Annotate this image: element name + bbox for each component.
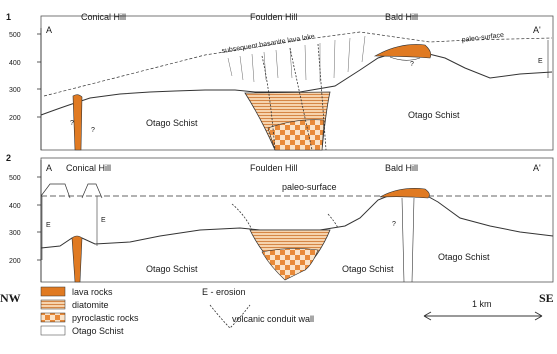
panel-2-end-right: A' — [533, 163, 541, 173]
legend-label-diatomite: diatomite — [72, 300, 109, 310]
panel-1-lava-lake-label: subsequent basanite lava lake — [221, 33, 315, 55]
panel-2-conduit-walls — [232, 204, 338, 230]
panel-2-number: 2 — [6, 153, 11, 163]
panel-1-erosion-mark: E — [538, 58, 543, 65]
panel-1-conical-lava — [73, 95, 82, 150]
panel-1: 1 500 400 300 200 A A' Conical Hill Foul… — [6, 12, 553, 150]
legend-scale-label: 1 km — [472, 299, 492, 309]
legend-label-lava: lava rocks — [72, 287, 113, 297]
legend-label-schist: Otago Schist — [72, 326, 124, 336]
panel-1-tick-500: 500 — [9, 32, 21, 39]
legend-swatch-pyroclastic — [41, 313, 65, 322]
panel-2-tick-500: 500 — [9, 175, 21, 182]
panel-1-paleo-surface-label: paleo-surface — [461, 32, 504, 44]
panel-2-erosion-mark-1: E — [46, 222, 51, 229]
panel-1-end-left: A — [46, 25, 52, 35]
panel-2-tick-300: 300 — [9, 230, 21, 237]
panel-1-bald-conduit — [390, 57, 420, 60]
legend-conduit: volcanic conduit wall — [232, 314, 314, 324]
legend-erosion: E - erosion — [202, 287, 246, 297]
panel-1-tick-200: 200 — [9, 115, 21, 122]
legend: NW SE lava rocks diatomite pyroclastic r… — [0, 287, 554, 336]
legend-swatch-lava — [41, 287, 65, 296]
panel-2-conical-lava — [72, 236, 82, 282]
panel-2-ticks: 500 400 300 200 — [9, 175, 41, 265]
panel-1-number: 1 — [6, 12, 11, 22]
panel-2-end-left: A — [46, 163, 52, 173]
legend-label-pyroclastic: pyroclastic rocks — [72, 313, 139, 323]
panel-1-question-2: ? — [91, 127, 95, 134]
panel-2-hill-foulden: Foulden Hill — [250, 163, 298, 173]
panel-2-hill-bald: Bald Hill — [385, 163, 418, 173]
panel-1-hill-conical: Conical Hill — [81, 12, 126, 22]
panel-1-schist-label-2: Otago Schist — [408, 110, 460, 120]
panel-1-tick-300: 300 — [9, 87, 21, 94]
legend-swatch-diatomite — [41, 300, 65, 309]
panel-2-schist-label-2: Otago Schist — [342, 264, 394, 274]
panel-1-hill-bald: Bald Hill — [385, 12, 418, 22]
panel-2-tick-200: 200 — [9, 258, 21, 265]
panel-2-schist-label-3: Otago Schist — [438, 252, 490, 262]
panel-2-paleo-surface-label: paleo-surface — [282, 182, 337, 192]
panel-1-end-right: A' — [533, 25, 541, 35]
panel-1-schist-label-1: Otago Schist — [146, 118, 198, 128]
panel-2-pyroclastic — [262, 248, 318, 280]
panel-2-erosion-mark-2: E — [101, 217, 106, 224]
panel-1-bald-lava-cap — [375, 44, 431, 58]
panel-1-ticks: 500 400 300 200 — [9, 32, 41, 122]
legend-se: SE — [539, 291, 554, 305]
legend-swatch-schist — [41, 326, 65, 335]
panel-2-tick-400: 400 — [9, 203, 21, 210]
panel-2: 2 500 400 300 200 A A' Conical Hill Foul… — [6, 153, 553, 282]
panel-2-question: ? — [392, 221, 396, 228]
panel-2-bald-lava-cap — [380, 188, 429, 198]
legend-nw: NW — [0, 291, 21, 305]
panel-2-hill-conical: Conical Hill — [66, 163, 111, 173]
panel-1-question-1: ? — [70, 120, 74, 127]
panel-1-tick-400: 400 — [9, 60, 21, 67]
panel-1-hill-foulden: Foulden Hill — [250, 12, 298, 22]
panel-2-schist-label-1: Otago Schist — [146, 264, 198, 274]
panel-2-bald-dyke — [402, 198, 414, 282]
panel-1-question-3: ? — [410, 61, 414, 68]
